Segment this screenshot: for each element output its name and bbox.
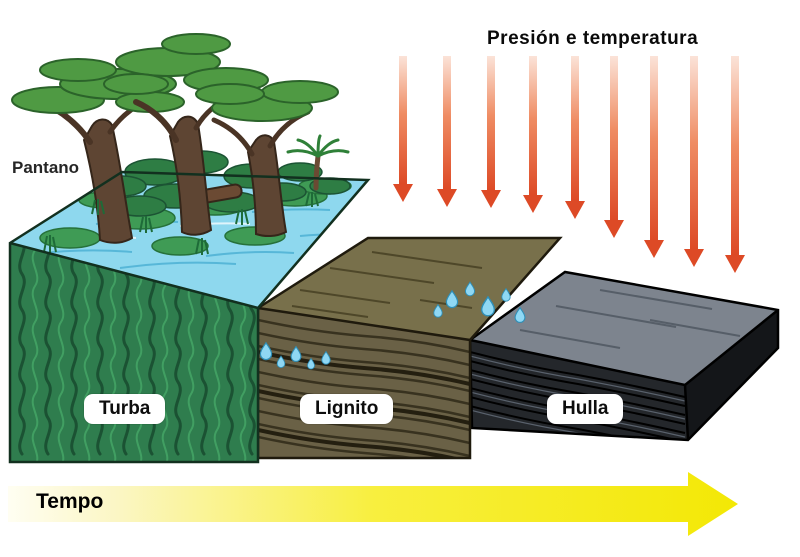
water-droplets: [259, 281, 526, 370]
pressure-arrow: [684, 56, 704, 267]
time-arrow: [8, 472, 738, 536]
tree-canopy: [195, 80, 339, 122]
pressure-arrows: [393, 56, 745, 273]
time-label: Tempo: [36, 490, 104, 513]
pressure-arrow: [644, 56, 664, 258]
swamp-tree: [195, 80, 339, 238]
stage-label-lignito: Lignito: [300, 394, 394, 424]
pressure-arrow: [437, 56, 457, 207]
swamp-label: Pantano: [12, 158, 80, 177]
pressure-arrow: [604, 56, 624, 238]
stage-label-hulla: Hulla: [547, 394, 624, 424]
pressure-temperature-label: Presión e temperatura: [487, 28, 699, 49]
stage-label-turba: Turba: [84, 394, 166, 424]
hulla-outline: [468, 270, 780, 442]
hulla-side-face: [685, 310, 778, 440]
reeds: [43, 192, 319, 255]
lignito-front-face: [258, 308, 470, 458]
turba-outline: [8, 170, 371, 464]
pressure-arrow: [725, 56, 745, 273]
palm-tree: [286, 134, 350, 191]
pressure-arrow: [481, 56, 501, 208]
hulla-block: [468, 270, 780, 442]
pressure-arrow: [523, 56, 543, 213]
pressure-arrow: [393, 56, 413, 202]
pressure-arrow: [565, 56, 585, 219]
